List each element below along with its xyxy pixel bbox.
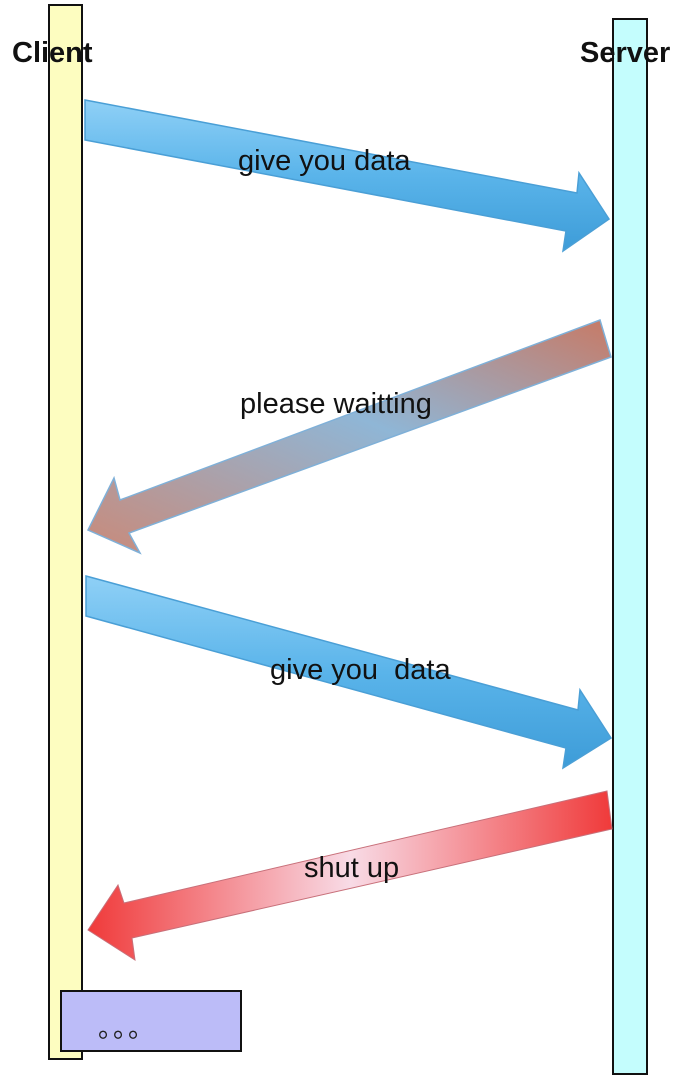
client-label: Client [12, 37, 93, 69]
server-label: Server [580, 37, 670, 69]
message-label-1: give you data [238, 145, 411, 177]
message-arrow-1 [84, 99, 611, 253]
client-lifeline [48, 4, 83, 1060]
message-label-4: shut up [304, 852, 399, 884]
continuation-dots: 。。。 [98, 1013, 156, 1043]
message-arrow-4 [87, 790, 613, 962]
server-lifeline [612, 18, 648, 1075]
message-label-2: please waitting [240, 388, 432, 420]
message-arrow-3 [85, 575, 613, 770]
continuation-box [60, 990, 242, 1052]
message-label-3: give you data [270, 654, 451, 686]
message-arrow-2 [86, 319, 612, 555]
